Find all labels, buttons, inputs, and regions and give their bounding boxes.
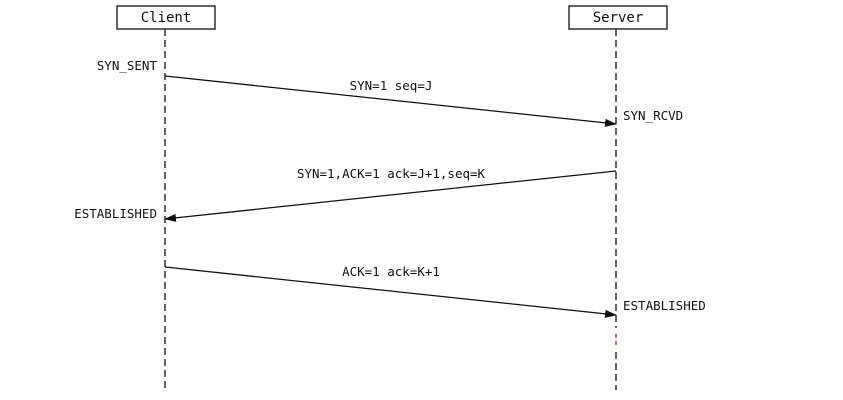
client-state-syn-sent: SYN_SENT	[97, 58, 158, 73]
client-box	[116, 5, 216, 30]
syn-message-label: SYN=1 seq=J	[350, 78, 433, 93]
server-label: Server	[593, 10, 644, 26]
syn-arrow	[164, 75, 617, 127]
watermark	[598, 372, 748, 386]
server-state-established: ESTABLISHED	[623, 298, 706, 313]
syn-ack-arrow	[164, 170, 617, 222]
server-state-syn-rcvd: SYN_RCVD	[623, 108, 683, 123]
client-state-established: ESTABLISHED	[74, 206, 157, 221]
client-label: Client	[141, 10, 192, 26]
ack-arrow	[164, 266, 617, 318]
client-participant: Client	[116, 5, 216, 30]
ack-message-label: ACK=1 ack=K+1	[342, 264, 440, 279]
server-participant: Server	[568, 5, 668, 30]
server-box	[568, 5, 668, 30]
syn-ack-message-label: SYN=1,ACK=1 ack=J+1,seq=K	[297, 166, 486, 181]
